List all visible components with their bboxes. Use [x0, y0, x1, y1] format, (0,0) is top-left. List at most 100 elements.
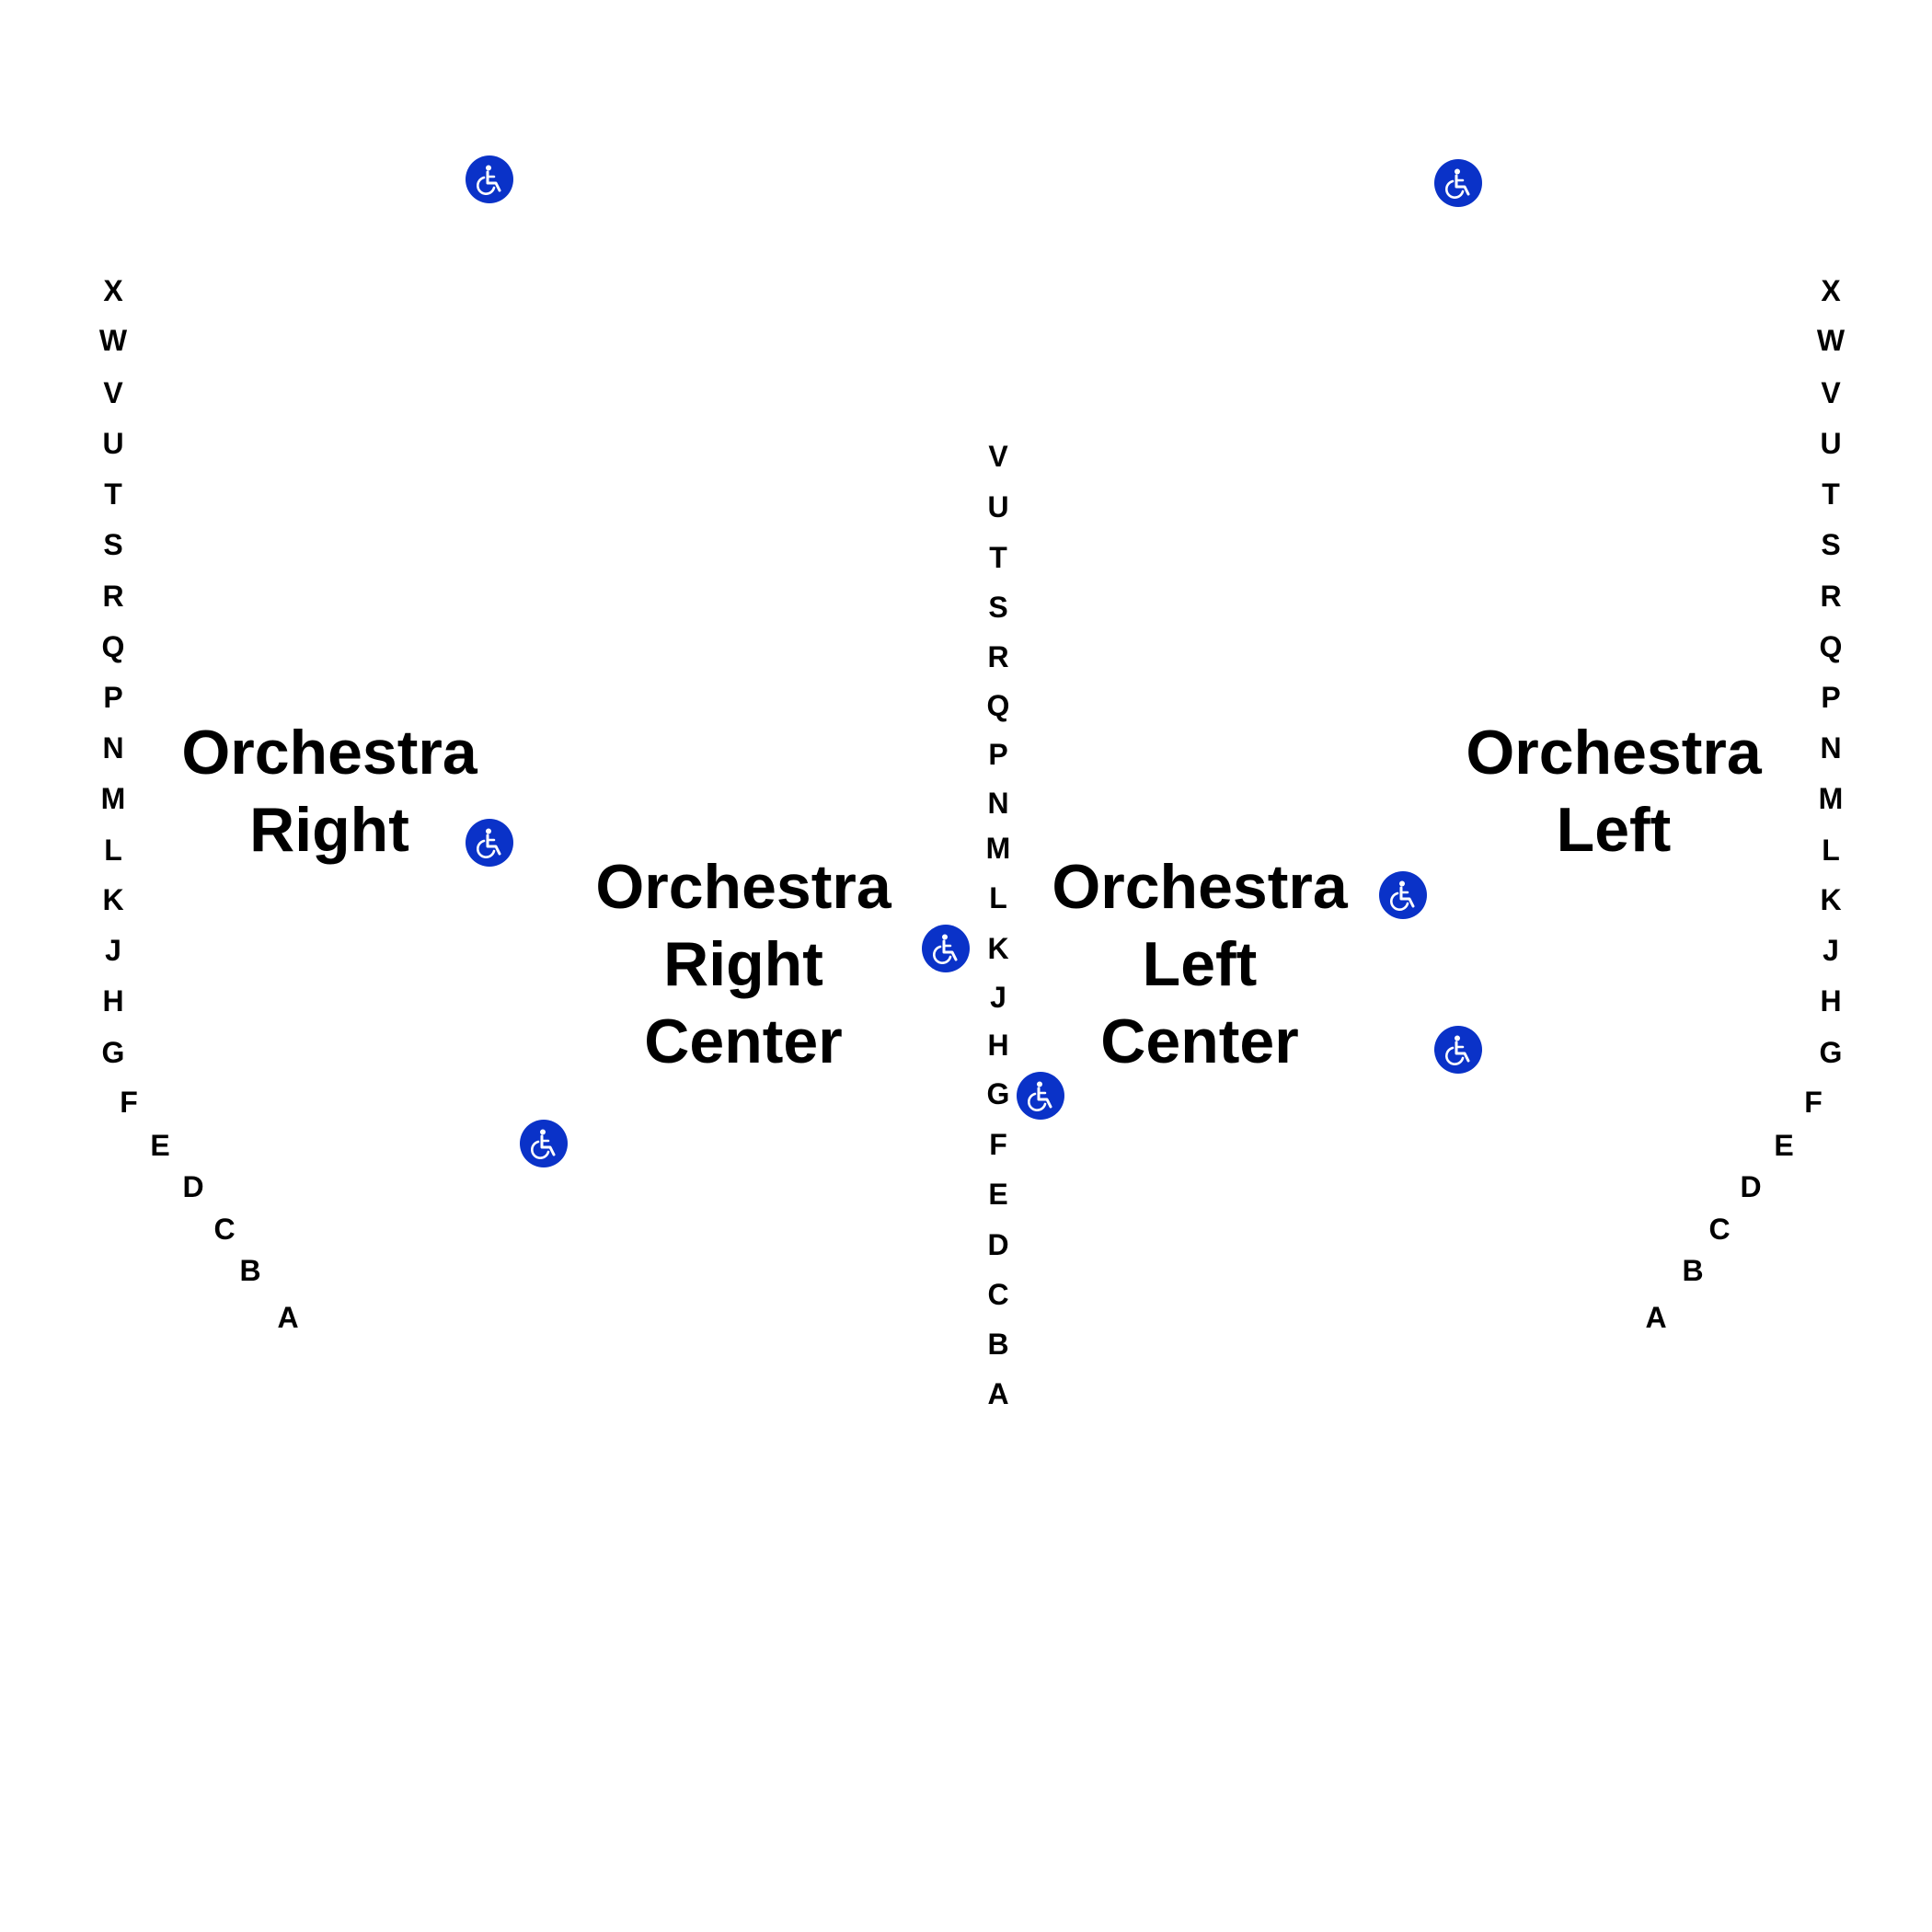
row-label: Q: [986, 689, 1010, 722]
row-label: A: [1645, 1301, 1667, 1334]
wheelchair-icon[interactable]: [520, 1120, 568, 1167]
wheelchair-head: [486, 165, 491, 171]
row-label: R: [987, 640, 1009, 673]
row-label: C: [213, 1213, 236, 1246]
section-label-line: Orchestra: [1466, 718, 1762, 788]
row-label: F: [120, 1086, 138, 1119]
wheelchair-glyph: [477, 165, 501, 195]
row-label: E: [1774, 1129, 1794, 1162]
row-label: F: [989, 1128, 1007, 1161]
row-label: B: [1682, 1254, 1704, 1287]
row-label: C: [987, 1278, 1009, 1311]
section-orchestra-right-center[interactable]: Orchestra Right Center: [550, 848, 937, 1080]
row-label: D: [182, 1170, 204, 1203]
row-label: U: [1820, 427, 1842, 460]
wheelchair-wheel: [933, 945, 952, 964]
row-label: T: [989, 541, 1007, 574]
wheelchair-head: [1037, 1081, 1042, 1087]
wheelchair-head: [1399, 880, 1405, 887]
row-label: G: [101, 1036, 125, 1069]
row-label: M: [985, 832, 1011, 865]
row-label: C: [1708, 1213, 1731, 1246]
wheelchair-head: [486, 828, 491, 834]
wheelchair-icon[interactable]: [1434, 159, 1482, 207]
row-label: G: [986, 1077, 1010, 1110]
row-label: A: [277, 1301, 299, 1334]
wheelchair-wheel: [477, 839, 496, 858]
wheelchair-icon[interactable]: [466, 819, 513, 867]
row-label: X: [103, 274, 123, 307]
wheelchair-icon[interactable]: [466, 155, 513, 203]
row-label: Q: [101, 630, 125, 663]
row-label: F: [1804, 1086, 1823, 1119]
row-label: V: [103, 376, 123, 409]
row-label: W: [1816, 324, 1846, 357]
row-label: S: [103, 528, 123, 561]
row-label: V: [988, 440, 1008, 473]
section-label-line: Right: [663, 929, 823, 999]
wheelchair-glyph: [1445, 1035, 1470, 1065]
row-label: K: [1820, 883, 1842, 916]
row-label: K: [102, 883, 124, 916]
wheelchair-icon[interactable]: [922, 925, 970, 972]
section-orchestra-left[interactable]: Orchestra Left: [1420, 714, 1807, 868]
row-label: L: [1822, 834, 1840, 867]
row-label: N: [987, 787, 1009, 820]
section-label-line: Center: [1100, 1006, 1299, 1076]
wheelchair-head: [540, 1129, 546, 1135]
row-label: V: [1821, 376, 1841, 409]
section-orchestra-right[interactable]: Orchestra Right: [136, 714, 523, 868]
wheelchair-wheel: [1445, 179, 1465, 199]
wheelchair-wheel: [531, 1140, 550, 1159]
row-label: P: [1821, 681, 1841, 714]
row-label: X: [1821, 274, 1841, 307]
row-label: L: [989, 881, 1007, 914]
row-label: L: [104, 834, 122, 867]
section-label-line: Left: [1142, 929, 1258, 999]
row-label: D: [987, 1228, 1009, 1261]
row-label: P: [103, 681, 123, 714]
row-label: T: [1822, 477, 1840, 511]
row-label: E: [988, 1178, 1008, 1211]
section-label-line: Center: [644, 1006, 843, 1076]
section-label-line: Left: [1556, 795, 1672, 865]
row-label: S: [988, 591, 1008, 624]
wheelchair-wheel: [477, 176, 496, 195]
wheelchair-head: [1455, 168, 1460, 175]
row-label: G: [1819, 1036, 1843, 1069]
wheelchair-glyph: [1445, 168, 1470, 199]
section-orchestra-left-center[interactable]: Orchestra Left Center: [1006, 848, 1393, 1080]
wheelchair-head: [1455, 1035, 1460, 1041]
row-label: R: [102, 580, 124, 613]
row-label: N: [102, 731, 124, 765]
row-label: D: [1740, 1170, 1762, 1203]
row-label: R: [1820, 580, 1842, 613]
wheelchair-glyph: [477, 828, 501, 858]
wheelchair-wheel: [1445, 1046, 1465, 1065]
row-label: Q: [1819, 630, 1843, 663]
wheelchair-icon[interactable]: [1434, 1026, 1482, 1074]
wheelchair-icon[interactable]: [1017, 1072, 1064, 1120]
row-label: B: [987, 1328, 1009, 1361]
row-label: K: [987, 932, 1009, 965]
row-label: S: [1821, 528, 1841, 561]
wheelchair-glyph: [531, 1129, 556, 1159]
row-label: U: [987, 490, 1009, 523]
wheelchair-icon[interactable]: [1379, 871, 1427, 919]
row-label: M: [1818, 782, 1844, 815]
row-label: J: [990, 981, 1006, 1014]
row-label: J: [1823, 934, 1839, 967]
wheelchair-head: [942, 934, 948, 940]
section-label-line: Right: [249, 795, 409, 865]
section-label-line: Orchestra: [595, 852, 891, 922]
row-label: H: [1820, 984, 1842, 1018]
section-label-line: Orchestra: [181, 718, 477, 788]
wheelchair-glyph: [1028, 1081, 1052, 1111]
section-label-line: Orchestra: [1052, 852, 1348, 922]
row-label: H: [987, 1029, 1009, 1062]
wheelchair-wheel: [1390, 891, 1409, 911]
row-label: W: [98, 324, 128, 357]
row-label: P: [988, 738, 1008, 771]
row-label: T: [104, 477, 122, 511]
